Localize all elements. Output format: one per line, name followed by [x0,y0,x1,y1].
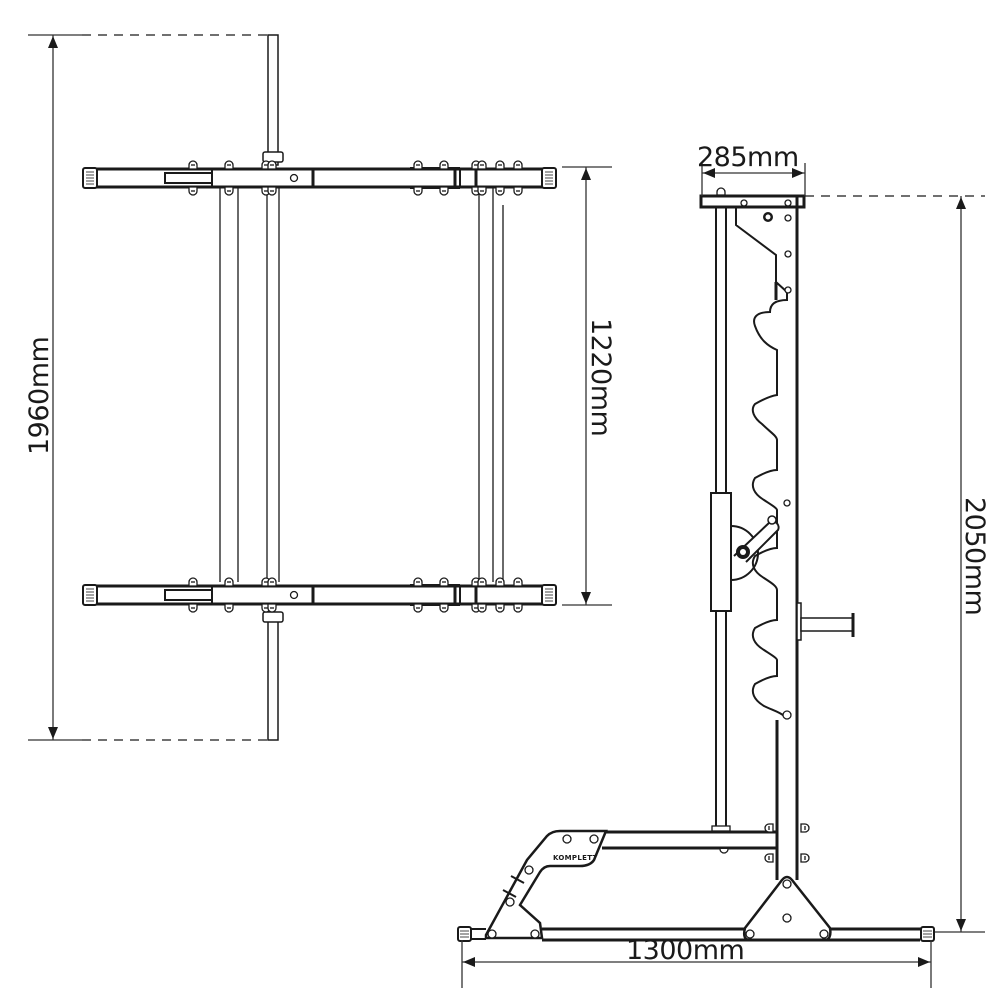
bottom-crossbar [83,578,556,612]
dimension-overall-depth: 1960mm [24,34,268,741]
gusset-plate [742,875,832,942]
front-support-bracket: KOMPLETT [484,829,608,940]
dimension-label-1960: 1960mm [24,337,55,455]
brand-logo: KOMPLETT [553,854,598,862]
vertical-rails [219,187,504,582]
dimension-upright-depth: 285mm [697,142,806,196]
top-view: 1960mm 1220mm [24,34,616,741]
top-cap [699,194,806,209]
dimension-overall-height: 2050mm [805,195,990,933]
dimension-label-1300: 1300mm [626,935,744,966]
base-frame [457,926,935,942]
dimension-label-2050: 2050mm [959,497,990,615]
plate-storage-horn [796,602,855,641]
support-arm [602,823,810,863]
dimension-base-length: 1300mm [461,935,932,988]
pivot-arm [730,515,780,581]
guide-rod [710,187,732,832]
side-view: KOMPLETT [457,142,990,988]
dimension-label-285: 285mm [697,142,799,173]
dimension-inner-width: 1220mm [562,166,616,606]
upright-post [735,196,799,880]
top-crossbar [83,161,556,195]
dimension-label-1220: 1220mm [585,318,616,436]
barbell-rod [262,34,284,741]
